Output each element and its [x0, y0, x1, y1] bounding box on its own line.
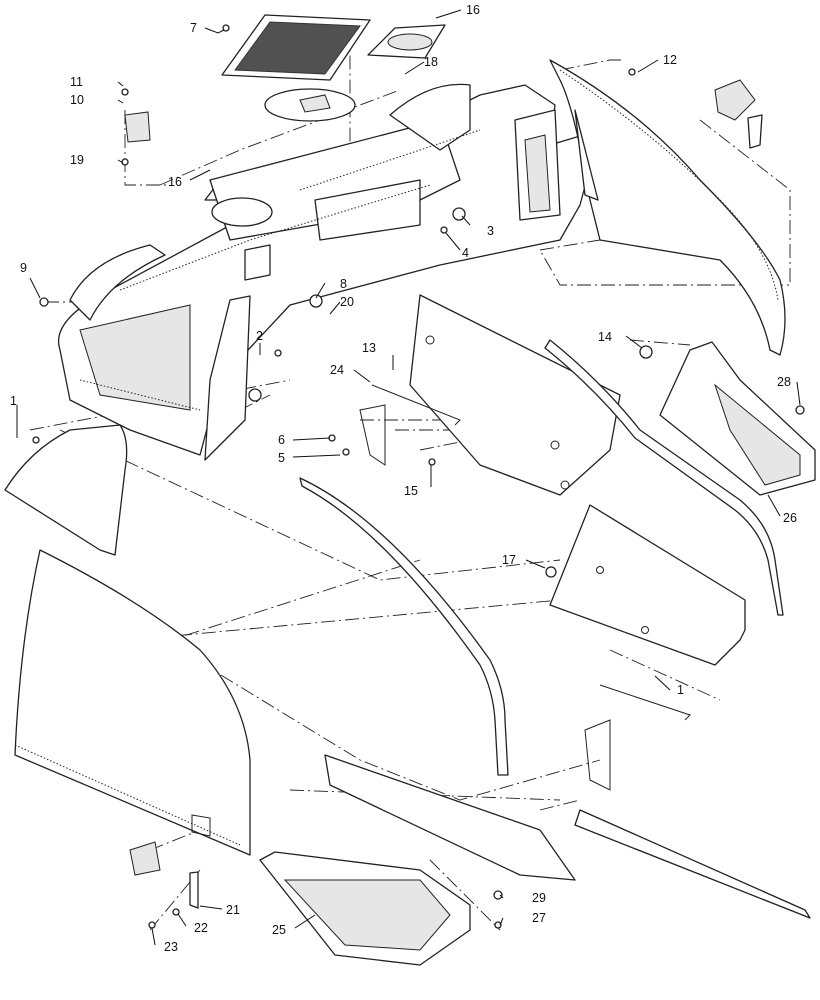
speaker-grille-top — [367, 24, 446, 59]
work-light-left — [121, 88, 151, 166]
lower-trim-strip-left — [324, 754, 576, 881]
work-light-right — [714, 79, 763, 149]
linkage-rod-lower — [584, 684, 691, 791]
left-glass-panel — [4, 424, 128, 556]
callout-29: 29 — [532, 891, 546, 905]
callout-5: 5 — [278, 451, 285, 465]
callout-28: 28 — [777, 375, 791, 389]
work-light-lower — [129, 841, 199, 909]
callout-16-left: 16 — [168, 175, 182, 189]
callout-9: 9 — [20, 261, 27, 275]
callout-25: 25 — [272, 923, 286, 937]
callout-3: 3 — [487, 224, 494, 238]
callout-4: 4 — [462, 246, 469, 260]
callout-24: 24 — [330, 363, 344, 377]
callout-1-right: 1 — [677, 683, 684, 697]
callout-14: 14 — [598, 330, 612, 344]
door-seal-strip — [544, 339, 784, 616]
callout-22: 22 — [194, 921, 208, 935]
callout-8: 8 — [340, 277, 347, 291]
callout-11: 11 — [70, 75, 83, 89]
speaker-housing — [264, 88, 356, 122]
callout-1-left: 1 — [10, 394, 17, 408]
callout-6: 6 — [278, 433, 285, 447]
roof-headliner — [58, 83, 601, 461]
callout-21: 21 — [226, 903, 240, 917]
callout-10: 10 — [70, 93, 84, 107]
right-side-panel — [549, 59, 786, 356]
callout-15: 15 — [404, 484, 418, 498]
lower-trim-strip-right — [574, 809, 811, 919]
callout-16-top: 16 — [466, 3, 480, 17]
vent-grille — [221, 14, 371, 81]
callout-2: 2 — [256, 329, 263, 343]
callout-27: 27 — [532, 911, 546, 925]
step-assembly-right — [659, 341, 816, 496]
linkage-rod-upper — [359, 384, 461, 466]
leader-lines — [16, 9, 801, 946]
callout-12: 12 — [663, 53, 677, 67]
front-glass-panel — [14, 549, 251, 856]
front-weather-strip — [299, 477, 509, 776]
lower-right-panel — [549, 504, 746, 666]
callout-13: 13 — [362, 341, 376, 355]
callout-18: 18 — [424, 55, 438, 69]
callout-19: 19 — [70, 153, 84, 167]
fasteners — [32, 24, 805, 929]
step-assembly-lower — [259, 851, 471, 966]
callout-20: 20 — [340, 295, 354, 309]
callout-labels: 1 1 2 3 4 5 6 7 8 9 10 11 12 13 14 15 16… — [10, 3, 797, 954]
center-rear-panel — [409, 294, 621, 496]
callout-26: 26 — [783, 511, 797, 525]
callout-23: 23 — [164, 940, 178, 954]
callout-7: 7 — [190, 21, 197, 35]
callout-17: 17 — [502, 553, 516, 567]
